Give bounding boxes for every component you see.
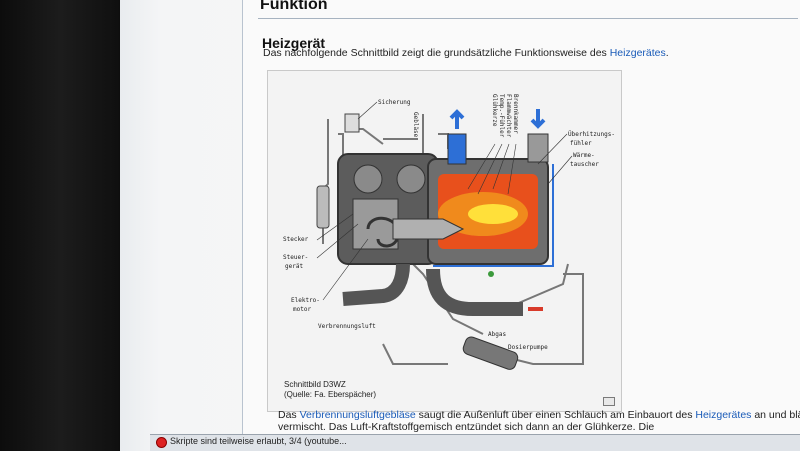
heizgeraet-link[interactable]: Heizgerätes — [609, 47, 666, 59]
label-ueberhitzung-1: Überhitzungs- — [568, 131, 615, 138]
body-text-mid: saugt die Außenluft über einen Schlauch … — [415, 409, 696, 421]
noscript-icon[interactable] — [156, 437, 167, 448]
label-steuer-2: gerät — [285, 263, 303, 270]
water-jacket-line — [433, 164, 554, 267]
label-verbrennungsluft: Verbrennungsluft — [318, 323, 376, 330]
label-gluehkerze: Glühkerze — [491, 94, 498, 127]
caption-source: (Quelle: Fa. Eberspächer) — [284, 390, 377, 399]
label-elektro-2: motor — [293, 306, 311, 313]
heading-divider — [258, 18, 798, 19]
water-inlet — [447, 133, 467, 165]
water-outlet — [527, 133, 549, 163]
heizgeraetes-link[interactable]: Heizgerätes — [695, 409, 752, 421]
label-sicherung: Sicherung — [378, 99, 411, 106]
flame-core — [468, 204, 518, 224]
sub-heading: Heizgerät — [262, 35, 326, 51]
label-elektro-1: Elektro- — [291, 297, 320, 304]
section-heading: Funktion — [260, 0, 328, 13]
heater-cross-section-diagram[interactable]: Sicherung Gebläse Glühkerze Temp.-Fühler… — [273, 74, 618, 378]
combustion-air-hose — [342, 263, 410, 306]
verbrennungsluftgeblaese-link[interactable]: Verbrennungsluftgebläse — [299, 409, 416, 421]
body-text-end: an und bläst sie — [754, 409, 800, 421]
label-ueberhitzung-2: fühler — [570, 140, 592, 147]
label-dosierpumpe: Dosierpumpe — [508, 344, 548, 351]
body-line-1: Das Verbrennungsluftgebläse saugt die Au… — [278, 409, 800, 421]
burner-tube — [392, 218, 465, 240]
label-flammwaechter: Flammwächter — [505, 94, 512, 138]
body-line-2: vermischt. Das Luft-Kraftstoffgemisch en… — [278, 421, 655, 433]
label-abgas: Abgas — [488, 331, 506, 338]
figure-thumbnail[interactable]: Sicherung Gebläse Glühkerze Temp.-Fühler… — [267, 70, 622, 412]
label-steuer-1: Steuer- — [283, 254, 308, 261]
intro-text-end: . — [665, 47, 669, 59]
exhaust-hose — [426, 268, 523, 316]
indicator-dot — [488, 271, 494, 277]
label-temp-fuehler: Temp.-Fühler — [498, 94, 505, 138]
label-brennkammer: Brennkammer — [512, 94, 519, 134]
intro-paragraph: Das nachfolgende Schnittbild zeigt die g… — [263, 47, 669, 59]
motor-fan — [396, 164, 426, 194]
figure-caption: Schnittbild D3WZ (Quelle: Fa. Eberspäche… — [284, 380, 376, 400]
blower-fan — [353, 164, 383, 194]
browser-screen: Funktion Heizgerät Das nachfolgende Schn… — [120, 0, 800, 451]
browser-statusbar: Skripte sind teilweise erlaubt, 3/4 (you… — [150, 434, 800, 451]
label-waerme-2: tauscher — [570, 161, 599, 168]
enlarge-icon[interactable] — [603, 397, 615, 406]
label-waerme-1: Wärme- — [573, 152, 595, 159]
caption-title: Schnittbild D3WZ — [284, 380, 346, 389]
label-stecker: Stecker — [283, 236, 309, 243]
status-text: Skripte sind teilweise erlaubt, 3/4 (you… — [170, 436, 347, 446]
sensor-cylinder — [316, 185, 330, 229]
control-unit-body — [352, 198, 399, 250]
body-paragraph: Das Verbrennungsluftgebläse saugt die Au… — [278, 409, 800, 433]
dosing-pump — [462, 336, 519, 370]
intro-text: Das nachfolgende Schnittbild zeigt die g… — [263, 47, 610, 59]
flow-out-arrow-icon — [449, 109, 465, 129]
flow-in-arrow-icon — [530, 109, 546, 129]
label-geblaese: Gebläse — [412, 112, 419, 138]
fuse-icon — [344, 113, 360, 133]
body-text-start: Das — [278, 409, 300, 421]
